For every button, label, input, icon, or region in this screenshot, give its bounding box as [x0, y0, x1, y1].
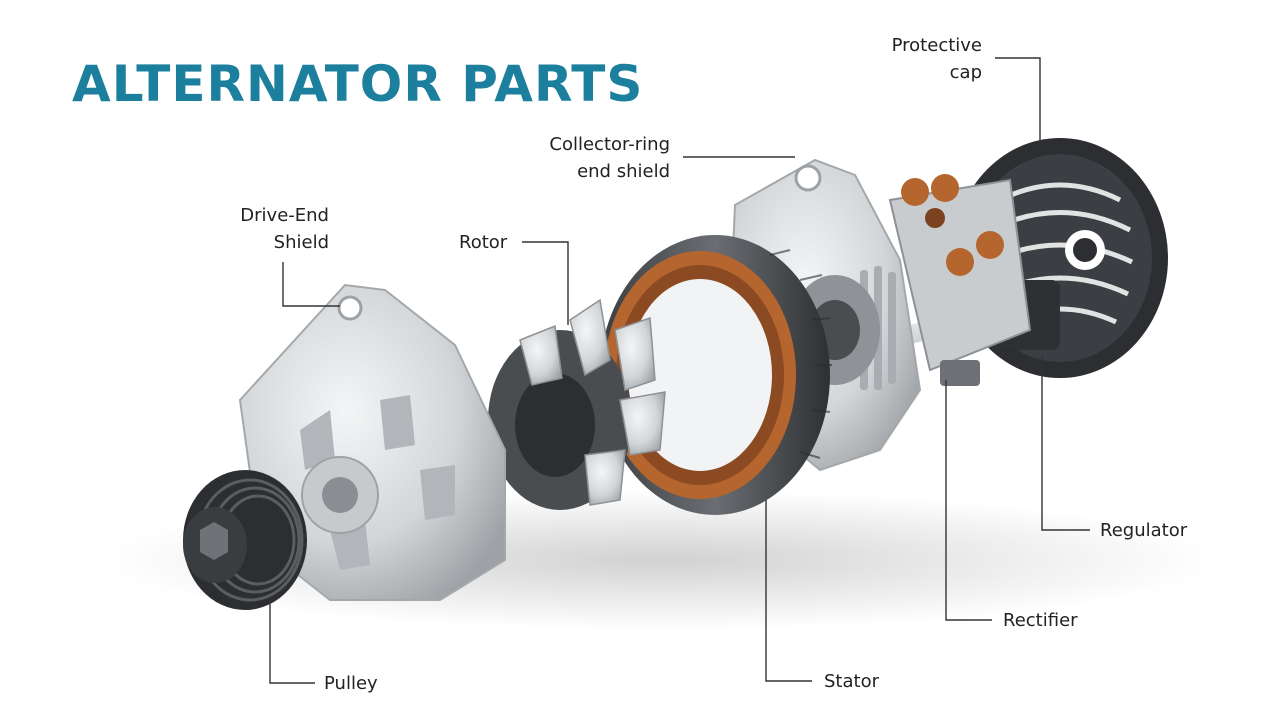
label-rotor-text: Rotor — [459, 232, 508, 253]
rotor-part — [488, 298, 666, 510]
leader-stator — [765, 500, 812, 682]
leader-pulley — [269, 600, 315, 684]
label-drive-end-shield: Drive-End Shield — [210, 202, 329, 256]
label-protective-cap-line1: Protective — [891, 35, 982, 56]
label-pulley: Pulley — [324, 670, 378, 697]
leader-drive-end-shield — [282, 262, 340, 307]
label-collector-ring-end-shield: Collector-ring end shield — [510, 131, 670, 185]
page-title: ALTERNATOR PARTS — [72, 55, 644, 113]
stator-part — [600, 235, 832, 515]
label-protective-cap-line2: cap — [949, 62, 982, 83]
pulley-part — [183, 470, 307, 610]
label-drive-end-shield-line2: Shield — [273, 232, 329, 253]
label-collector-ring-line1: Collector-ring — [549, 134, 670, 155]
leader-rectifier — [945, 380, 992, 621]
leader-rotor — [522, 241, 569, 325]
label-stator-text: Stator — [824, 671, 879, 692]
label-collector-ring-line2: end shield — [577, 161, 670, 182]
label-drive-end-shield-line1: Drive-End — [240, 205, 329, 226]
label-stator: Stator — [824, 668, 879, 695]
rectifier-part — [888, 174, 1032, 386]
leader-protective-cap — [995, 57, 1041, 140]
label-rectifier-text: Rectifier — [1003, 610, 1078, 631]
label-rotor: Rotor — [459, 229, 507, 256]
label-regulator: Regulator — [1100, 517, 1187, 544]
label-pulley-text: Pulley — [324, 673, 378, 694]
leader-regulator — [1041, 355, 1090, 531]
label-regulator-text: Regulator — [1100, 520, 1188, 541]
label-rectifier: Rectifier — [1003, 607, 1078, 634]
label-protective-cap: Protective cap — [860, 32, 982, 86]
